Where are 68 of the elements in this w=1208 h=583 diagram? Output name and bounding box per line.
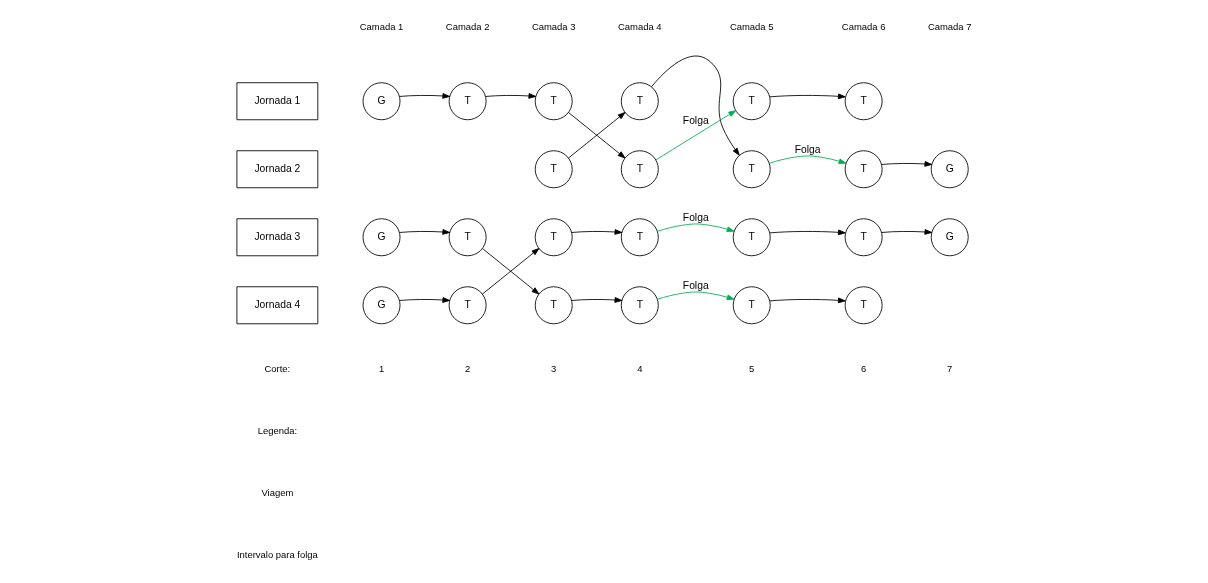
arrow [570, 229, 622, 235]
arrow [768, 229, 846, 236]
label: Camada 6 [841, 20, 885, 32]
label: 5 [748, 363, 754, 375]
node-circle: T [844, 286, 883, 325]
label: Camada 2 [445, 20, 489, 32]
node-circle: T [732, 286, 771, 325]
label: 6 [860, 363, 866, 375]
label: Camada 3 [531, 20, 576, 32]
arrow [481, 248, 539, 295]
node-box: Jornada 1 [235, 82, 318, 121]
arrow [768, 93, 846, 100]
label: 2 [464, 363, 470, 375]
node-circle: T [732, 150, 771, 189]
arrow [656, 291, 734, 300]
arrow [398, 93, 450, 99]
edge-label: Folga [682, 279, 709, 291]
node-circle: T [732, 82, 771, 121]
node-circle: T [844, 218, 883, 257]
arrow [650, 55, 740, 156]
arrow [880, 229, 932, 235]
label: Camada 1 [359, 20, 403, 32]
node-box: Jornada 4 [235, 286, 318, 325]
node-circle: G [362, 82, 400, 121]
node-circle: G [930, 150, 969, 189]
label: Camada 4 [617, 20, 662, 32]
legend-label: Viagem [260, 487, 293, 499]
node-circle: T [732, 218, 771, 257]
edge-label: Folga [794, 143, 821, 155]
node-box: Jornada 3 [235, 218, 318, 257]
node-circle: T [448, 218, 487, 257]
label: 4 [636, 363, 642, 375]
node-circle: T [448, 286, 487, 325]
node-circle: T [620, 286, 659, 325]
node-circle: T [844, 150, 883, 189]
edge-label: Folga [682, 115, 709, 127]
arrow [768, 297, 846, 304]
node-circle: G [362, 286, 400, 325]
label: Corte: [263, 363, 290, 375]
arrow [484, 93, 536, 99]
node-circle: T [620, 150, 659, 189]
node-circle: T [534, 82, 573, 121]
label: 1 [378, 363, 384, 375]
node-circle: T [534, 150, 573, 189]
node-circle: T [448, 82, 487, 121]
node-box: Jornada 2 [235, 150, 318, 189]
arrow [570, 297, 622, 303]
node-circle: T [620, 82, 659, 121]
node-circle: T [620, 218, 659, 257]
arrow [768, 155, 846, 164]
arrow [398, 229, 450, 235]
edge-label: Folga [682, 211, 709, 223]
legend-label: Intervalo para folga [236, 549, 318, 561]
label: Camada 5 [729, 20, 774, 32]
node-circle: T [534, 286, 573, 325]
arrow [567, 112, 625, 159]
arrow [656, 223, 734, 232]
arrow [880, 161, 932, 167]
label: 3 [550, 363, 556, 375]
label: 7 [946, 363, 952, 375]
node-circle: G [930, 218, 969, 257]
node-circle: T [844, 82, 883, 121]
arrow [655, 110, 736, 161]
label: Camada 7 [927, 20, 972, 32]
arrow [398, 297, 450, 303]
node-circle: G [362, 218, 400, 257]
node-circle: T [534, 218, 573, 257]
label: Legenda: [257, 425, 297, 437]
